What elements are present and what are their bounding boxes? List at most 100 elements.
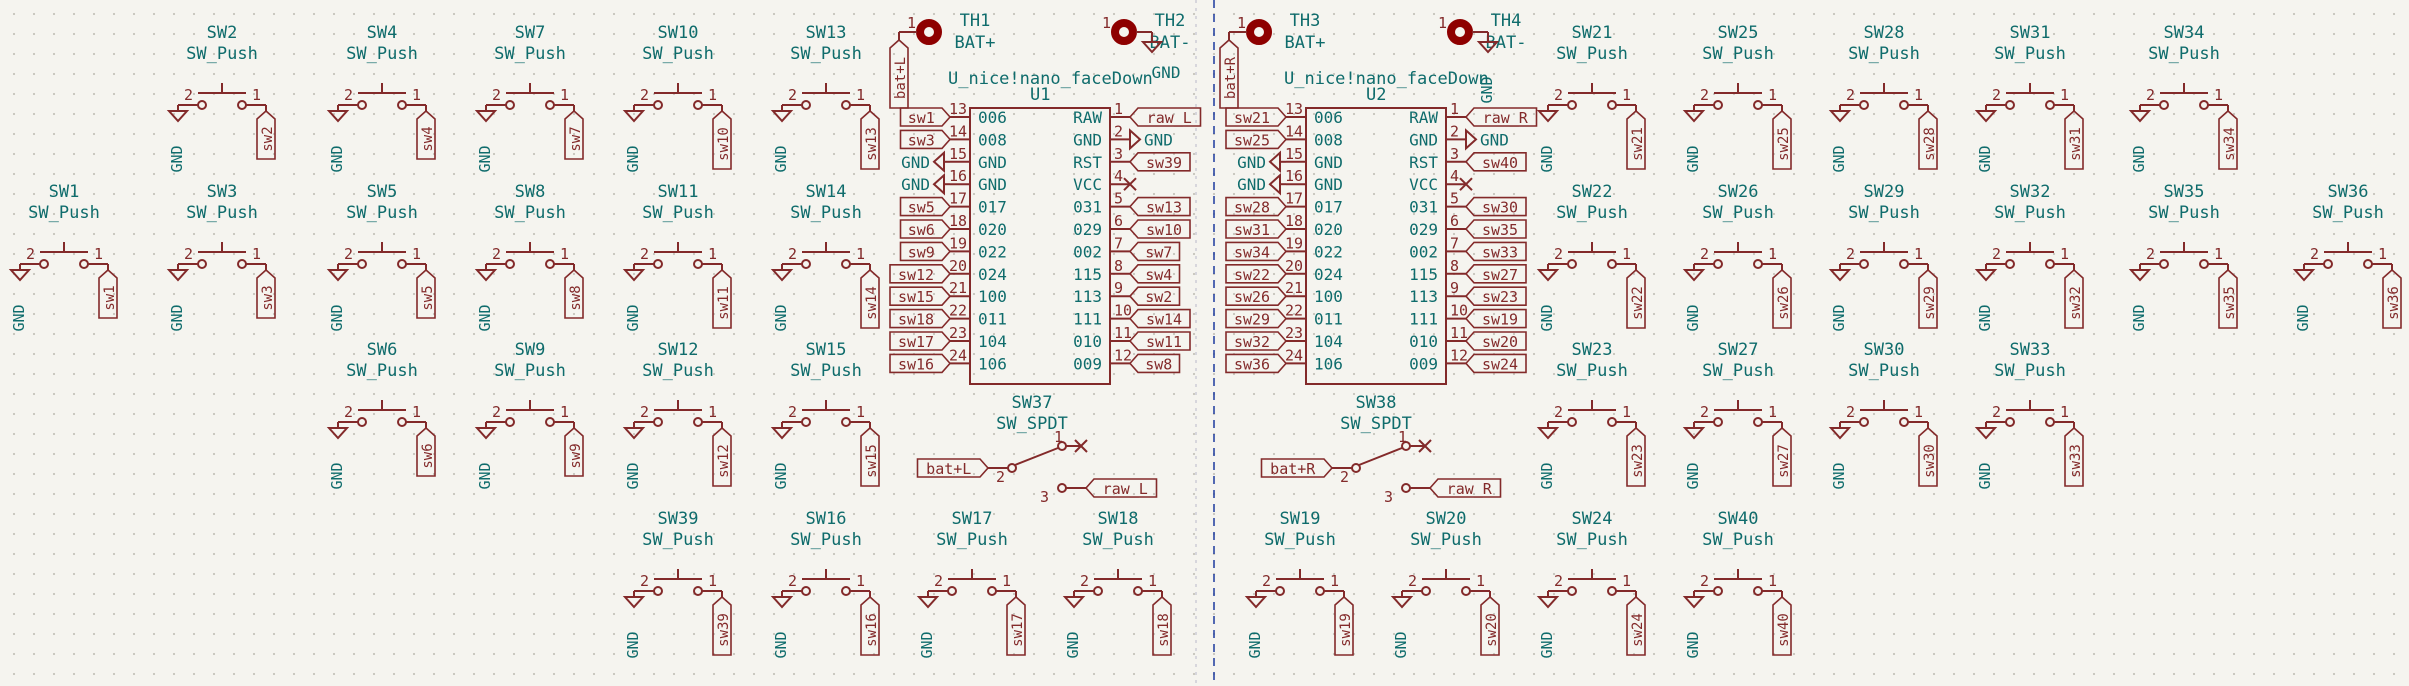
switch-reference: SW32 bbox=[2010, 182, 2051, 202]
switch-reference: SW1 bbox=[49, 182, 80, 202]
spdt-value: SW_SPDT bbox=[996, 414, 1068, 434]
net-label-outline bbox=[712, 268, 732, 329]
switch-value: SW_Push bbox=[494, 203, 566, 223]
net-label: sw23 bbox=[1626, 426, 1646, 487]
net-label-outline bbox=[1225, 219, 1288, 239]
switch-contact bbox=[2323, 259, 2333, 269]
spdt-reference: SW38 bbox=[1356, 393, 1397, 413]
switch-reference: SW23 bbox=[1572, 340, 1613, 360]
net-label-outline bbox=[1128, 196, 1191, 217]
net-label-text: sw5 bbox=[420, 285, 436, 310]
net-label: sw40 bbox=[1464, 152, 1527, 172]
switch-contact bbox=[505, 259, 515, 269]
pin-number: 2 bbox=[1554, 403, 1563, 421]
ground-label: GND bbox=[1237, 175, 1266, 194]
pin-number: 3 bbox=[1384, 488, 1393, 506]
switch-value: SW_Push bbox=[790, 203, 862, 223]
net-label: sw10 bbox=[712, 109, 732, 170]
pin-number: 8 bbox=[1114, 257, 1123, 275]
switch-contact bbox=[545, 259, 555, 269]
net-label: sw2 bbox=[256, 109, 276, 160]
net-label: sw29 bbox=[1225, 308, 1288, 329]
net-label-outline bbox=[1219, 38, 1239, 109]
pin-number: 2 bbox=[2146, 245, 2155, 263]
switch-contact bbox=[947, 586, 957, 596]
pin-number: 20 bbox=[1285, 257, 1303, 275]
ground-triangle bbox=[932, 172, 945, 196]
pin-number: 1 bbox=[1450, 100, 1459, 118]
switch-value: SW_Push bbox=[642, 530, 714, 550]
net-label: sw18 bbox=[1152, 595, 1172, 656]
pin-number: 21 bbox=[949, 279, 967, 297]
net-label-outline bbox=[256, 268, 276, 319]
net-label-outline bbox=[1464, 308, 1527, 329]
ground-label: GND bbox=[168, 145, 186, 172]
ground-label: GND bbox=[1237, 153, 1266, 172]
switch-value: SW_Push bbox=[1556, 530, 1628, 550]
net-label: sw20 bbox=[1464, 331, 1527, 351]
pin-number: 1 bbox=[1330, 572, 1339, 590]
pin-number: 19 bbox=[949, 234, 967, 252]
pin-name: 104 bbox=[1314, 332, 1343, 351]
net-label: sw36 bbox=[2382, 268, 2402, 329]
pin-name: 113 bbox=[1073, 287, 1102, 306]
throw-net-label: raw_R bbox=[1428, 478, 1502, 498]
switch-contact bbox=[801, 259, 811, 269]
pin-name: 031 bbox=[1073, 198, 1102, 217]
pin-number: 12 bbox=[1114, 346, 1132, 364]
ground-label: GND bbox=[1684, 631, 1702, 658]
pin-number: 4 bbox=[1450, 167, 1459, 185]
net-label-text: sw6 bbox=[420, 443, 436, 468]
switch-reference: SW12 bbox=[658, 340, 699, 360]
net-label-text: sw39 bbox=[716, 613, 732, 647]
ground-triangle bbox=[2128, 110, 2152, 123]
net-label: sw19 bbox=[1334, 595, 1354, 656]
net-label-text: sw2 bbox=[260, 126, 276, 151]
pin-number: 1 bbox=[1622, 403, 1631, 421]
switch-reference: SW22 bbox=[1572, 182, 1613, 202]
switch-value: SW_Push bbox=[1994, 203, 2066, 223]
net-label: sw35 bbox=[1464, 219, 1527, 239]
net-label-text: sw7 bbox=[1145, 243, 1172, 261]
pin-number: 2 bbox=[1554, 572, 1563, 590]
ground-label: GND bbox=[168, 304, 186, 331]
net-label-outline bbox=[1128, 331, 1191, 351]
net-label-outline bbox=[1128, 286, 1181, 307]
pin-number: 1 bbox=[1914, 245, 1923, 263]
pin-name: 029 bbox=[1409, 220, 1438, 239]
switch-reference: SW3 bbox=[207, 182, 238, 202]
pin-number: 20 bbox=[949, 257, 967, 275]
pin-number: 2 bbox=[788, 86, 797, 104]
switch-contact bbox=[653, 100, 663, 110]
ground-label: GND bbox=[1064, 631, 1082, 658]
net-label-text: sw16 bbox=[898, 355, 934, 373]
net-label-outline bbox=[1464, 107, 1538, 127]
net-label-text: sw19 bbox=[1482, 311, 1518, 329]
pin-number: 2 bbox=[1340, 468, 1349, 486]
pin-name: 022 bbox=[1314, 242, 1343, 261]
ground-label: GND bbox=[1480, 130, 1509, 149]
net-label-text: sw6 bbox=[908, 221, 935, 239]
ground-label: GND bbox=[624, 631, 642, 658]
switch-contact bbox=[841, 417, 851, 427]
pin-number: 2 bbox=[2146, 86, 2155, 104]
pad-reference: TH4 bbox=[1491, 11, 1522, 31]
net-label-text: sw25 bbox=[1234, 131, 1270, 149]
net-label: sw39 bbox=[712, 595, 732, 656]
switch-contact bbox=[1713, 417, 1723, 427]
net-label-text: sw14 bbox=[1146, 311, 1182, 329]
ground-triangle bbox=[1390, 596, 1414, 609]
ground-label: GND bbox=[1246, 631, 1264, 658]
switch-value: SW_Push bbox=[642, 361, 714, 381]
switch-reference: SW17 bbox=[952, 509, 993, 529]
pin-number: 1 bbox=[708, 572, 717, 590]
net-label-text: bat+L bbox=[893, 57, 909, 99]
net-label: sw33 bbox=[1464, 241, 1527, 261]
ground-label: GND bbox=[1538, 462, 1556, 489]
switch-contact bbox=[693, 417, 703, 427]
net-label-outline bbox=[1260, 458, 1334, 478]
